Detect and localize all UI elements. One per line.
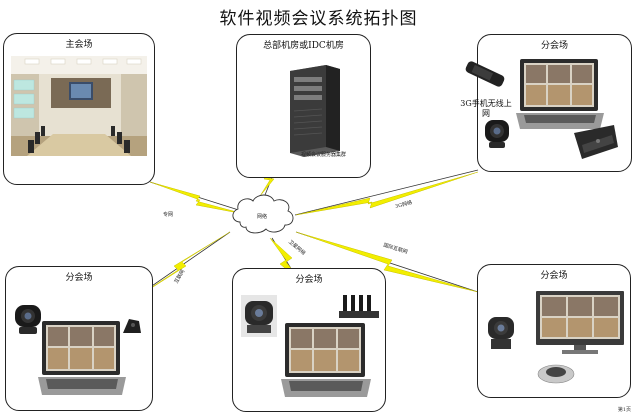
laptop-icon xyxy=(38,321,126,395)
microphone-icon xyxy=(123,319,141,333)
laptop-icon xyxy=(516,59,604,129)
monitor-icon xyxy=(536,291,624,354)
site-branch-bottom-left-label: 分会场 xyxy=(65,273,93,283)
lightning-top-right xyxy=(295,171,479,216)
line-top-right xyxy=(294,169,479,216)
page-number: 第1页 xyxy=(617,407,631,413)
phone-label: 3G手机无线上网 xyxy=(460,99,512,118)
site-hq-label: 总部机房或IDC机房 xyxy=(263,41,344,51)
mobile-phone-icon xyxy=(465,61,505,87)
site-branch-bottom-center: 分会场 xyxy=(232,268,386,412)
server-caption: 视频会议服务器集群 xyxy=(301,152,347,158)
site-main: 主会场 xyxy=(3,33,155,185)
site-branch-bottom-right-label: 分会场 xyxy=(540,271,568,281)
ptz-camera-icon xyxy=(488,317,514,349)
conference-speaker-icon xyxy=(574,125,618,159)
network-cloud xyxy=(232,194,294,234)
ptz-camera-icon xyxy=(241,295,277,337)
microphone-array-icon xyxy=(339,295,379,318)
conference-room-photo xyxy=(11,56,147,156)
lightning-main xyxy=(149,181,245,215)
conference-speaker-icon xyxy=(537,364,575,384)
site-main-label: 主会场 xyxy=(65,40,93,50)
site-branch-top-right-label: 分会场 xyxy=(540,41,568,51)
link-label-main: 专网 xyxy=(163,212,174,218)
site-branch-top-right: 分会场 3G手机无线上网 xyxy=(460,34,632,172)
site-branch-bottom-left: 分会场 xyxy=(5,266,153,411)
page-title: 软件视频会议系统拓扑图 xyxy=(219,9,418,29)
network-cloud-label: 网络 xyxy=(257,214,268,220)
server-icon xyxy=(290,65,340,157)
site-hq: 总部机房或IDC机房 视频会议服务器集群 xyxy=(236,34,371,178)
laptop-icon xyxy=(281,323,371,397)
site-branch-bottom-right: 分会场 xyxy=(477,264,631,398)
camera-icon xyxy=(485,120,509,148)
camera-icon xyxy=(15,305,41,334)
site-branch-bottom-center-label: 分会场 xyxy=(295,275,323,285)
